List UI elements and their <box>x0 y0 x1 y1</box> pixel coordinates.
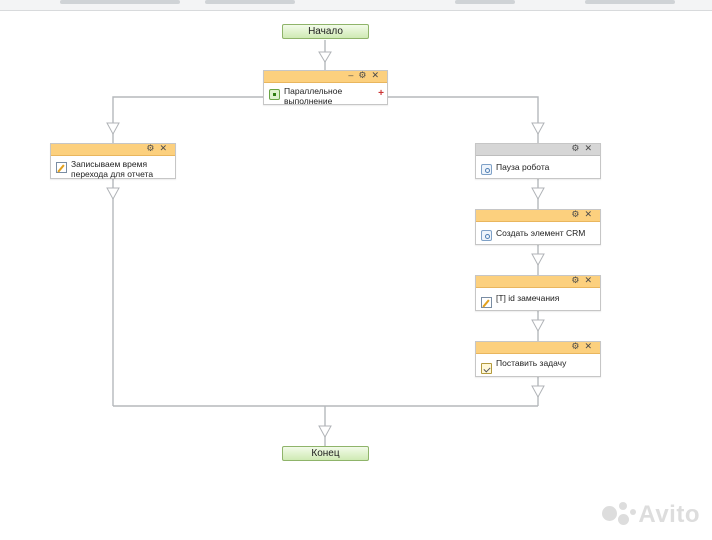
avito-logo-icon <box>602 500 638 530</box>
gear-icon[interactable]: ⚙ <box>571 209 585 219</box>
edit-note-icon <box>56 162 67 173</box>
close-icon[interactable]: ✕ <box>584 341 597 351</box>
block-controls: ⚙✕ <box>571 143 597 154</box>
watermark: Avito <box>602 500 700 530</box>
toolbar-item-blurred <box>455 0 515 4</box>
block-controls: ⚙✕ <box>571 209 597 220</box>
block-header: ⚙✕ <box>476 209 600 222</box>
block-body: Параллельное выполнение + <box>264 83 387 106</box>
block-header: ⚙✕ <box>476 341 600 354</box>
block-header: ⚙✕ <box>476 275 600 288</box>
parallel-block[interactable]: –⚙✕ Параллельное выполнение + <box>263 70 388 106</box>
watermark-text: Avito <box>638 501 700 528</box>
block-controls: ⚙✕ <box>571 341 597 352</box>
toolbar-item-blurred <box>585 0 675 4</box>
block-title: Параллельное выполнение <box>284 86 343 106</box>
block-title: Создать элемент CRM <box>496 228 586 238</box>
toolbar-item-blurred <box>205 0 295 4</box>
gear-icon[interactable]: ⚙ <box>571 341 585 351</box>
gear-icon[interactable]: ⚙ <box>571 275 585 285</box>
activity-block-robot-pause[interactable]: ⚙✕ Пауза робота <box>475 143 601 179</box>
block-controls: ⚙✕ <box>146 143 172 154</box>
start-node[interactable]: Начало <box>282 24 369 39</box>
block-header: ⚙✕ <box>51 143 175 156</box>
task-clipboard-icon <box>481 363 492 374</box>
arrow-down-icon <box>531 253 545 267</box>
arrow-down-icon <box>318 51 332 63</box>
close-icon[interactable]: ✕ <box>584 275 597 285</box>
block-body: Создать элемент CRM <box>476 222 600 241</box>
block-controls: –⚙✕ <box>348 70 384 81</box>
minimize-icon[interactable]: – <box>348 70 359 80</box>
gear-icon[interactable]: ⚙ <box>146 143 160 153</box>
block-header: ⚙✕ <box>476 143 600 156</box>
edit-note-icon <box>481 297 492 308</box>
activity-block-set-task[interactable]: ⚙✕ Поставить задачу <box>475 341 601 377</box>
activity-block-record-time[interactable]: ⚙✕ Записываем время перехода для отчета <box>50 143 176 179</box>
block-controls: ⚙✕ <box>571 275 597 286</box>
gear-icon[interactable]: ⚙ <box>571 143 585 153</box>
close-icon[interactable]: ✕ <box>159 143 172 153</box>
close-icon[interactable]: ✕ <box>371 70 384 80</box>
activity-block-create-crm[interactable]: ⚙✕ Создать элемент CRM <box>475 209 601 245</box>
add-branch-icon[interactable]: + <box>378 88 384 99</box>
robot-icon <box>481 164 492 175</box>
close-icon[interactable]: ✕ <box>584 143 597 153</box>
connector-line <box>112 96 263 143</box>
close-icon[interactable]: ✕ <box>584 209 597 219</box>
arrow-down-icon <box>531 122 545 136</box>
block-title: Пауза робота <box>496 162 550 172</box>
block-title: Записываем время перехода для отчета <box>71 159 154 179</box>
arrow-down-icon <box>318 425 332 439</box>
arrow-down-icon <box>531 385 545 399</box>
arrow-down-icon <box>106 122 120 136</box>
arrow-down-icon <box>531 187 545 201</box>
gear-icon[interactable]: ⚙ <box>358 70 372 80</box>
block-body: Пауза робота <box>476 156 600 175</box>
toolbar-item-blurred <box>60 0 180 4</box>
block-body: [T] id замечания <box>476 288 600 308</box>
block-title: Поставить задачу <box>496 358 567 368</box>
top-toolbar-strip <box>0 0 712 11</box>
block-body: Поставить задачу <box>476 354 600 374</box>
block-body: Записываем время перехода для отчета <box>51 156 175 179</box>
block-title: [T] id замечания <box>496 293 560 303</box>
block-header: –⚙✕ <box>264 70 387 83</box>
end-node[interactable]: Конец <box>282 446 369 461</box>
arrow-down-icon <box>106 187 120 201</box>
parallel-icon <box>269 89 280 100</box>
activity-block-id-remark[interactable]: ⚙✕ [T] id замечания <box>475 275 601 311</box>
arrow-down-icon <box>531 319 545 333</box>
crm-element-icon <box>481 230 492 241</box>
connector-line <box>388 96 539 143</box>
